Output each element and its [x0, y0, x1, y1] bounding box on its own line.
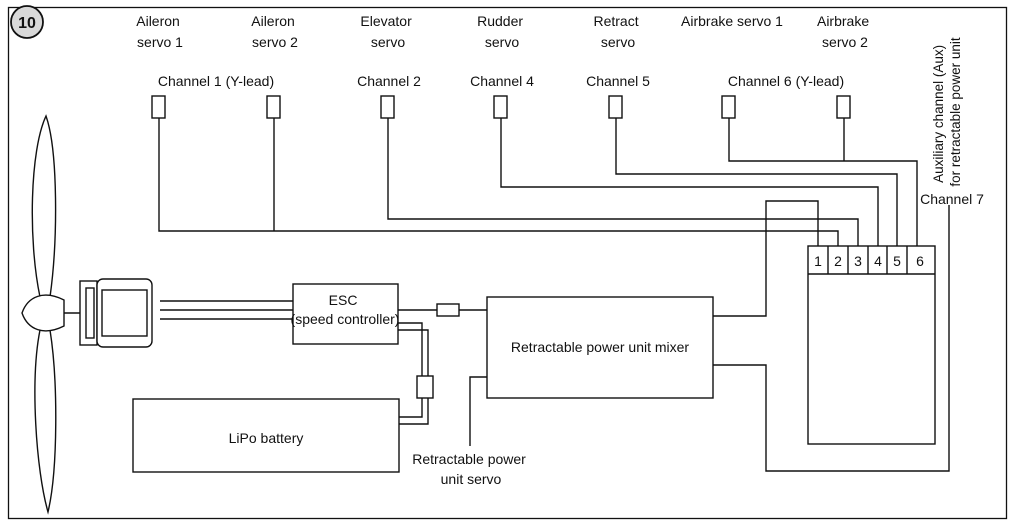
receiver-port-4: 4: [874, 253, 882, 269]
mixer-box: [486, 296, 714, 399]
elevator-plug: [380, 95, 395, 119]
airbrake-2-plug: [836, 95, 851, 119]
receiver: 1 2 3 4 5 6: [807, 245, 936, 445]
channel-5-label: Channel 5: [586, 73, 650, 89]
airbrake-servo-2-line2: servo 2: [822, 34, 868, 50]
channel-1-label: Channel 1 (Y-lead): [158, 73, 274, 89]
elevator-servo-line2: servo: [371, 34, 405, 50]
channel-7-label: Channel 7: [920, 191, 984, 207]
aileron-servo-1-label: Aileron servo 1: [136, 13, 183, 50]
retract-servo-line2: servo: [601, 34, 635, 50]
receiver-body: [807, 245, 936, 445]
figure-number: 10: [18, 15, 36, 32]
figure-number-badge: 10: [10, 5, 44, 39]
rpu-servo-line2: unit servo: [441, 471, 502, 487]
battery-label: LiPo battery: [229, 430, 304, 446]
retract-servo-label: Retract servo: [593, 13, 642, 50]
aileron-servo-2-line1: Aileron: [251, 13, 295, 29]
rpu-servo-line1: Retractable power: [412, 451, 526, 467]
receiver-port-5: 5: [893, 253, 901, 269]
esc-mixer-lead: [398, 303, 487, 317]
airbrake-servo-1-line1: Airbrake servo 1: [681, 13, 783, 29]
esc-box: [292, 283, 399, 345]
elevator-servo-line1: Elevator: [360, 13, 412, 29]
esc-mixer-plug: [436, 303, 460, 317]
rudder-servo-line2: servo: [485, 34, 519, 50]
channel-4-label: Channel 4: [470, 73, 534, 89]
rpu-servo-label: Retractable power unit servo: [412, 451, 530, 487]
esc-line2: (speed controller): [291, 311, 400, 327]
aileron-servo-1-line1: Aileron: [136, 13, 180, 29]
airbrake-servo-2-label: Airbrake servo 2: [817, 13, 873, 50]
aux-channel-line2: for retractable power unit: [948, 37, 963, 187]
aileron-servo-2-line2: servo 2: [252, 34, 298, 50]
rpu-servo-lead: [469, 376, 487, 446]
aileron-1-plug: [151, 95, 166, 119]
motor-esc-leads: [160, 300, 293, 320]
motor-icon: [62, 278, 153, 348]
aux-channel-line1: Auxiliary channel (Aux): [931, 45, 946, 183]
retract-servo-line1: Retract: [593, 13, 638, 29]
rudder-servo-line1: Rudder: [477, 13, 523, 29]
esc-label: ESC (speed controller): [291, 292, 400, 327]
receiver-port-2: 2: [834, 253, 842, 269]
receiver-port-1: 1: [814, 253, 822, 269]
propeller-icon: [21, 114, 65, 515]
rudder-servo-label: Rudder servo: [477, 13, 527, 50]
retract-plug: [608, 95, 623, 119]
battery-plug: [416, 375, 434, 399]
esc-battery-lead: [398, 322, 434, 425]
aileron-servo-1-line2: servo 1: [137, 34, 183, 50]
esc-line1: ESC: [329, 292, 358, 308]
battery-box: [132, 398, 400, 473]
elevator-servo-label: Elevator servo: [360, 13, 415, 50]
mixer-label: Retractable power unit mixer: [511, 339, 690, 355]
channel-2-label: Channel 2: [357, 73, 421, 89]
airbrake-1-plug: [721, 95, 736, 119]
receiver-port-3: 3: [854, 253, 862, 269]
channel-6-label: Channel 6 (Y-lead): [728, 73, 844, 89]
airbrake-servo-2-line1: Airbrake: [817, 13, 869, 29]
airbrake-servo-1-label: Airbrake servo 1: [681, 13, 783, 29]
servo-wires: [158, 118, 950, 472]
rudder-plug: [493, 95, 508, 119]
aileron-2-plug: [266, 95, 281, 119]
aux-channel-label: Auxiliary channel (Aux) for retractable …: [931, 37, 963, 187]
receiver-port-6: 6: [916, 253, 924, 269]
aileron-servo-2-label: Aileron servo 2: [251, 13, 298, 50]
